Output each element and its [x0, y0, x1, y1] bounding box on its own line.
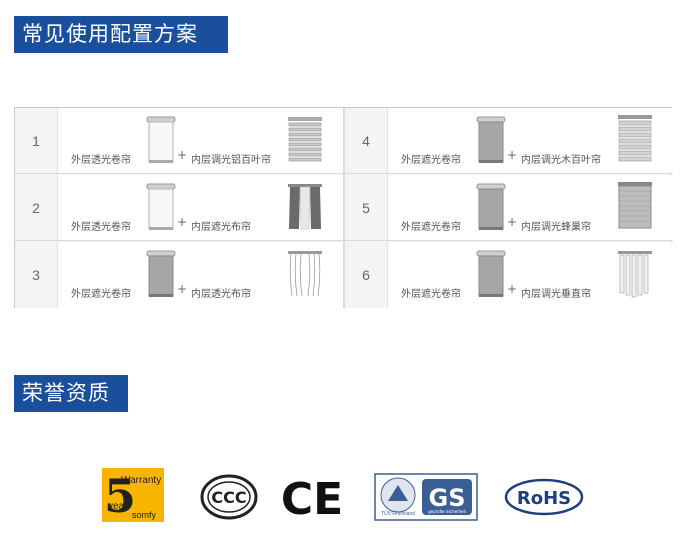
- section-title-config: 常见使用配置方案: [14, 16, 228, 53]
- inner-layer-label: 内层调光蜂巢帘: [521, 222, 591, 233]
- ce-mark-logo: CE: [281, 472, 343, 525]
- roller-blind-blackout-icon: [476, 116, 506, 163]
- somfy-5-year-warranty-logo: 5 Warranty year somfy: [102, 468, 164, 523]
- warranty-number: 5: [104, 469, 136, 522]
- config-row-4: 4 外层遮光卷帘 + 内层调光木百叶帘: [345, 108, 673, 174]
- row-number: 4: [345, 108, 388, 173]
- outer-layer-label: 外层遮光卷帘: [71, 289, 131, 300]
- ce-text: CE: [283, 474, 341, 520]
- somfy-brand: somfy: [132, 510, 157, 520]
- outer-layer-label: 外层遮光卷帘: [401, 155, 461, 166]
- config-row-1: 1 外层透光卷帘 + 内层调光铝百叶帘: [15, 108, 343, 174]
- config-row-3: 3 外层遮光卷帘 + 内层透光布帘: [15, 242, 343, 308]
- plus-sign: +: [177, 148, 188, 162]
- config-row-5: 5 外层遮光卷帘 + 内层调光蜂巢帘: [345, 175, 673, 241]
- inner-layer-label: 内层调光铝百叶帘: [191, 155, 271, 166]
- config-column-right: 4 外层遮光卷帘 + 内层调光木百叶帘 5: [343, 108, 673, 308]
- roller-blind-blackout-icon: [476, 250, 506, 297]
- row-number: 3: [15, 242, 58, 308]
- plus-sign: +: [177, 282, 188, 296]
- aluminum-venetian-blind-icon: [288, 117, 322, 162]
- plus-sign: +: [177, 215, 188, 229]
- section-title-honors: 荣誉资质: [14, 375, 128, 412]
- inner-layer-label: 内层调光木百叶帘: [521, 155, 601, 166]
- row-number: 5: [345, 175, 388, 240]
- ccc-certification-logo: CCC: [200, 474, 258, 520]
- config-column-left: 1 外层透光卷帘 + 内层调光铝百叶帘 2: [15, 108, 343, 308]
- tuv-gs-certification-logo: TÜV Rheinland GS geprüfte Sicherheit: [374, 473, 478, 521]
- outer-layer-label: 外层遮光卷帘: [401, 222, 461, 233]
- honeycomb-blind-icon: [618, 182, 652, 229]
- blackout-curtain-icon: [288, 184, 322, 230]
- config-table: 1 外层透光卷帘 + 内层调光铝百叶帘 2: [14, 107, 673, 308]
- row-number: 6: [345, 242, 388, 308]
- roller-blind-translucent-icon: [146, 183, 176, 230]
- ccc-text: CCC: [211, 488, 246, 507]
- outer-layer-label: 外层遮光卷帘: [401, 289, 461, 300]
- year-text: year: [108, 501, 128, 512]
- plus-sign: +: [507, 215, 518, 229]
- plus-sign: +: [507, 282, 518, 296]
- row-number: 2: [15, 175, 58, 240]
- wood-venetian-blind-icon: [618, 115, 652, 162]
- rohs-certification-logo: RoHS: [504, 478, 584, 516]
- outer-layer-label: 外层透光卷帘: [71, 155, 131, 166]
- roller-blind-blackout-icon: [476, 183, 506, 230]
- vertical-blind-icon: [618, 251, 652, 298]
- inner-layer-label: 内层遮光布帘: [191, 222, 251, 233]
- tuv-text: TÜV Rheinland: [381, 510, 415, 517]
- warranty-text: Warranty: [121, 475, 161, 486]
- roller-blind-blackout-icon: [146, 250, 176, 297]
- roller-blind-translucent-icon: [146, 116, 176, 163]
- inner-layer-label: 内层调光垂直帘: [521, 289, 591, 300]
- row-number: 1: [15, 108, 58, 173]
- gs-small-text: geprüfte Sicherheit: [428, 509, 467, 514]
- sheer-curtain-icon: [288, 251, 322, 297]
- rohs-text: RoHS: [517, 488, 571, 509]
- plus-sign: +: [507, 148, 518, 162]
- config-row-2: 2 外层透光卷帘 + 内层遮光布帘: [15, 175, 343, 241]
- gs-text: GS: [429, 484, 466, 512]
- inner-layer-label: 内层透光布帘: [191, 289, 251, 300]
- outer-layer-label: 外层透光卷帘: [71, 222, 131, 233]
- config-row-6: 6 外层遮光卷帘 + 内层调光垂直帘: [345, 242, 673, 308]
